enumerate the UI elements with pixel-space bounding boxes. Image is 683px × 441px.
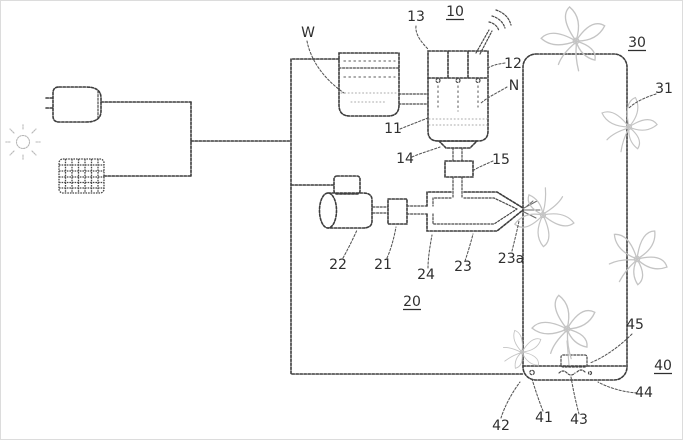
label-13: 13 <box>407 9 425 25</box>
power-wiring <box>100 101 292 177</box>
tray-module <box>529 354 593 376</box>
label-10: 10 <box>446 4 464 20</box>
valve-box <box>444 160 474 198</box>
dosing-unit <box>427 50 489 142</box>
label-15: 15 <box>492 152 510 168</box>
label-n: N <box>509 78 519 94</box>
flower-sketches <box>493 3 681 379</box>
label-44: 44 <box>635 385 653 401</box>
unit-box-outline <box>290 58 524 375</box>
water-tank <box>338 52 429 117</box>
pump-motor <box>290 175 373 229</box>
label-31: 31 <box>655 81 673 97</box>
leader-lines <box>306 25 657 419</box>
label-43: 43 <box>570 412 588 428</box>
coupling-box <box>372 198 428 225</box>
solar-panel-grid-icon <box>58 158 105 194</box>
label-42: 42 <box>492 418 510 434</box>
sun-icon <box>4 123 42 161</box>
power-plug-icon <box>45 86 102 123</box>
label-30: 30 <box>628 35 646 51</box>
label-21: 21 <box>374 257 392 273</box>
label-23: 23 <box>454 259 472 275</box>
label-45: 45 <box>626 317 644 333</box>
label-20: 20 <box>403 294 421 310</box>
label-11: 11 <box>384 121 402 137</box>
label-w: W <box>301 25 315 41</box>
spray-nozzle-tip <box>523 200 541 219</box>
label-23a: 23a <box>498 251 524 267</box>
label-24: 24 <box>417 267 435 283</box>
label-22: 22 <box>329 257 347 273</box>
label-41: 41 <box>535 410 553 426</box>
reference-labels: W 13 10 12 N 11 14 15 22 21 24 23 23a 20… <box>301 4 673 434</box>
wireless-signal-icon <box>475 9 512 55</box>
spray-duct <box>426 191 524 232</box>
label-40: 40 <box>654 358 672 374</box>
label-14: 14 <box>396 151 414 167</box>
discharge-funnel <box>437 140 479 162</box>
label-12: 12 <box>504 56 522 72</box>
